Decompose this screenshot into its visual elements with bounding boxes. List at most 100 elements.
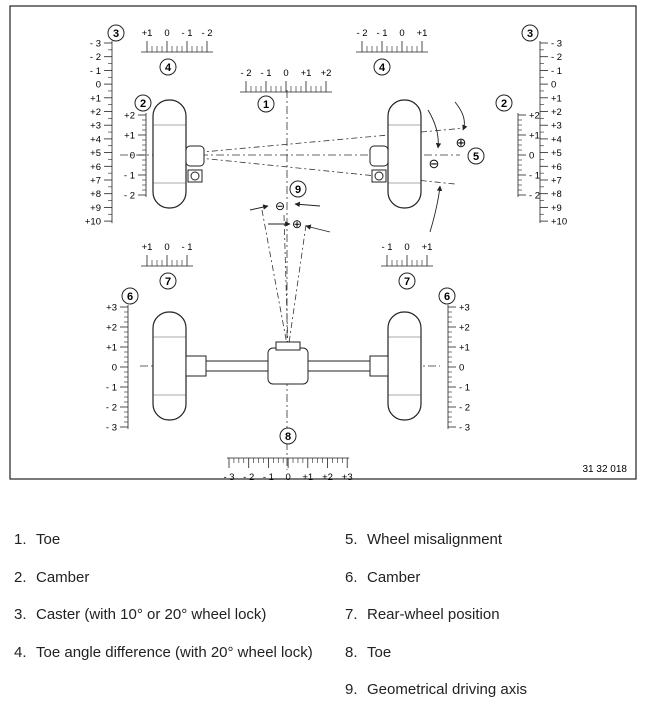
caster-right-scale-label: +6: [551, 162, 562, 173]
callout-caster-right: 3: [521, 24, 539, 42]
toe-rear-scale-label: - 3: [223, 472, 234, 483]
driving-axis-line-right: [287, 224, 307, 351]
camber-rear-right-scale-label: +1: [459, 343, 470, 354]
toe-front-scale-label: +1: [301, 68, 312, 79]
driving-axis-plus-symbol: ⊕: [292, 217, 302, 231]
misalignment-arrow-lower: [429, 185, 443, 233]
caster-left-scale-label: +6: [90, 162, 101, 173]
rear-right-wheel: [387, 311, 422, 421]
caster-left-scale-label: +2: [90, 107, 101, 118]
legend-item-5: 5.Wheel misalignment: [345, 531, 503, 548]
caster-left-scale-label: +5: [90, 148, 101, 159]
driving-axis-line-mid: [283, 214, 289, 351]
callout-misalignment: 5: [467, 147, 485, 165]
camber-rear-right-scale-label: +3: [459, 303, 470, 314]
camber-front-right-scale-label: - 1: [529, 171, 540, 182]
front-left-wheel: [152, 99, 205, 209]
misalignment-arrow-left: [427, 109, 442, 149]
callout-caster-left: 3: [107, 24, 125, 42]
caster-left-scale-label: - 1: [90, 66, 101, 77]
caster-right-scale-label: +1: [551, 93, 562, 104]
driving-axis-arrow-lower-right: [305, 224, 331, 233]
caster-left-scale-label: 0: [96, 80, 101, 91]
toe-rear-scale-label: +1: [302, 472, 313, 483]
toe-diff-right-scale-label: - 1: [376, 28, 387, 39]
camber-front-left-scale-label: 0: [130, 151, 135, 162]
svg-text:1: 1: [263, 99, 269, 111]
toe-front-scale-label: +2: [321, 68, 332, 79]
legend: 1.Toe 2.Camber 3.Caster (with 10° or 20°…: [0, 520, 645, 708]
caster-right-scale-label: +8: [551, 189, 562, 200]
callout-driving-axis: 9: [289, 180, 307, 198]
callout-toe-diff-left: 4: [159, 58, 177, 76]
legend-item-1: 1.Toe: [14, 531, 61, 548]
caster-right-scale-label: +2: [551, 107, 562, 118]
svg-text:5: 5: [473, 151, 479, 163]
figure-code: 31 32 018: [583, 464, 628, 475]
legend-item-7: 7.Rear-wheel position: [345, 606, 500, 623]
rear-axle-differential: [185, 341, 389, 385]
toe-diff-right-scale-label: +1: [417, 28, 428, 39]
misalignment-plus-symbol: ⊕: [456, 135, 467, 150]
toe-front-scale-label: - 2: [240, 68, 251, 79]
callout-rear-pos-left: 7: [159, 272, 177, 290]
rear-pos-left-scale-label: +1: [142, 242, 153, 253]
toe-rear-scale-label: - 2: [243, 472, 254, 483]
camber-front-right-scale-label: +2: [529, 111, 540, 122]
rear-pos-left-scale-label: 0: [164, 242, 169, 253]
caster-left-scale-label: +1: [90, 93, 101, 104]
callout-camber-rear-left: 6: [121, 287, 139, 305]
svg-text:7: 7: [404, 276, 410, 288]
caster-right-scale-label: - 3: [551, 39, 562, 50]
legend-item-4: 4.Toe angle difference (with 20° wheel l…: [14, 644, 313, 661]
camber-front-right-scale-label: - 2: [529, 191, 540, 202]
camber-rear-right-scale-label: 0: [459, 363, 464, 374]
caster-right-scale-label: +4: [551, 134, 562, 145]
driving-axis-arrow-upper: [249, 204, 269, 211]
legend-item-6: 6.Camber: [345, 569, 421, 586]
callout-camber-front-right: 2: [495, 94, 513, 112]
rear-left-wheel: [152, 311, 187, 421]
toe-diff-left-scale-label: 0: [164, 28, 169, 39]
toe-diff-right-scale-label: - 2: [356, 28, 367, 39]
scale-group: - 3- 2- 10+1+2+3+4+5+6+7+8+9+10- 3- 2- 1…: [85, 28, 567, 483]
caster-left-scale-label: +8: [90, 189, 101, 200]
camber-rear-right-scale-label: - 1: [459, 383, 470, 394]
svg-text:2: 2: [140, 98, 146, 110]
svg-text:9: 9: [295, 184, 301, 196]
caster-right-scale-label: +10: [551, 217, 567, 228]
toe-front-scale-label: 0: [283, 68, 288, 79]
svg-text:4: 4: [379, 62, 386, 74]
camber-rear-right-scale-label: +2: [459, 323, 470, 334]
svg-text:8: 8: [285, 431, 291, 443]
camber-rear-left-scale-label: - 1: [106, 383, 117, 394]
legend-item-2: 2.Camber: [14, 569, 90, 586]
caster-left-scale-label: - 3: [90, 39, 101, 50]
svg-text:6: 6: [444, 291, 450, 303]
toe-diff-left-scale-label: +1: [142, 28, 153, 39]
camber-front-left-scale-label: +1: [124, 131, 135, 142]
caster-left-scale-label: +9: [90, 203, 101, 214]
toe-diff-left-scale-label: - 1: [181, 28, 192, 39]
driving-axis-minus-symbol: ⊖: [275, 199, 285, 213]
camber-rear-left-scale-label: - 2: [106, 403, 117, 414]
camber-front-right-scale-label: 0: [529, 151, 534, 162]
camber-rear-left-scale-label: - 3: [106, 423, 117, 434]
misalignment-minus-symbol: ⊖: [429, 156, 440, 171]
svg-text:6: 6: [127, 291, 133, 303]
camber-front-left-scale-label: +2: [124, 111, 135, 122]
toe-front-scale-label: - 1: [260, 68, 271, 79]
caster-right-scale-label: +5: [551, 148, 562, 159]
svg-text:3: 3: [527, 28, 533, 40]
caster-right-scale-label: +3: [551, 121, 562, 132]
caster-right-scale-label: - 2: [551, 52, 562, 63]
toe-rear-scale-label: 0: [285, 472, 290, 483]
camber-rear-left-scale-label: +2: [106, 323, 117, 334]
callout-rear-pos-right: 7: [398, 272, 416, 290]
legend-item-9: 9.Geometrical driving axis: [345, 681, 528, 698]
camber-front-right-scale-label: +1: [529, 131, 540, 142]
diagram-frame: [9, 5, 637, 480]
caster-left-scale-label: +7: [90, 176, 101, 187]
caster-left-scale-label: +10: [85, 217, 101, 228]
legend-item-3: 3.Caster (with 10° or 20° wheel lock): [14, 606, 267, 623]
